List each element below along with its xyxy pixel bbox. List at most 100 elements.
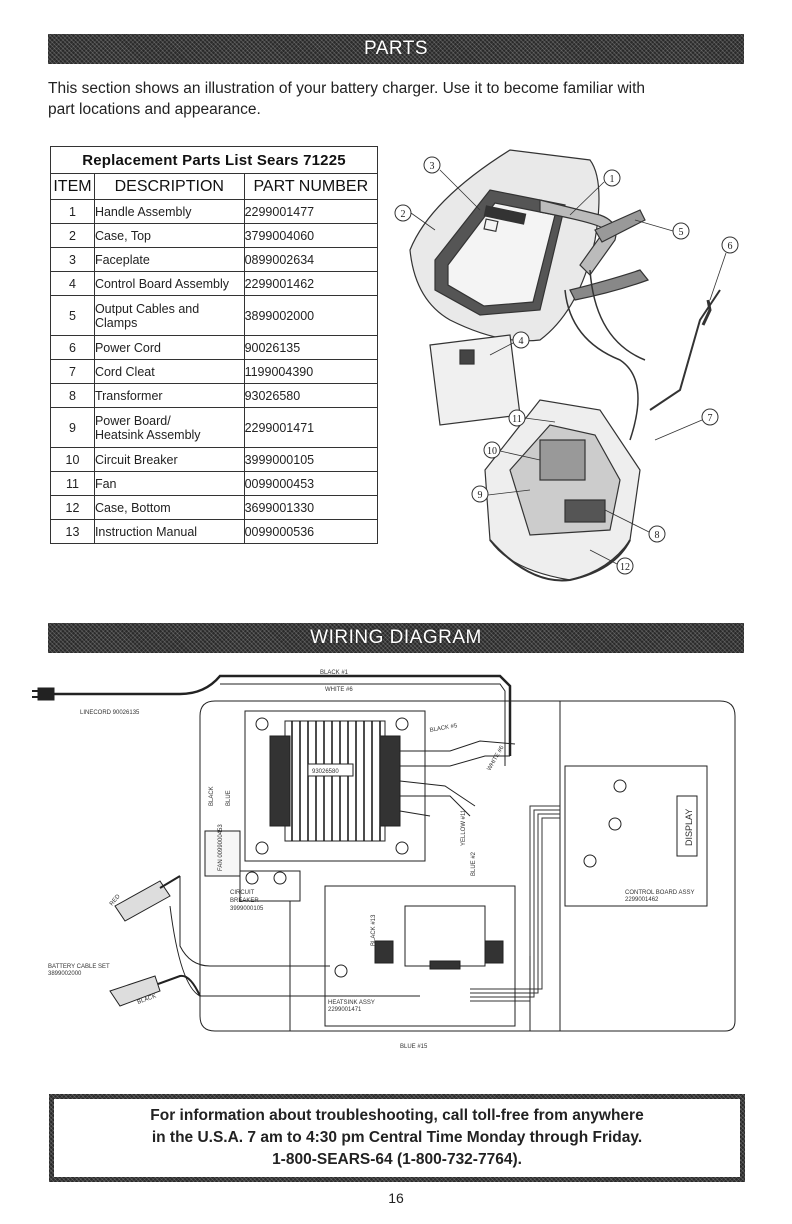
callout-1: 1 xyxy=(603,169,621,187)
header-description: DESCRIPTION xyxy=(93,173,245,200)
fan-label: FAN 0099000453 xyxy=(218,824,224,871)
troubleshooting-info-box: For information about troubleshooting, c… xyxy=(49,1094,745,1182)
parts-banner: PARTS xyxy=(48,34,744,64)
row-description-line: Clamps xyxy=(94,315,138,330)
row-description: Control Board Assembly xyxy=(93,271,245,296)
transformer-outline xyxy=(244,710,426,862)
callout-9-label: 9 xyxy=(478,490,483,501)
row-description: Fan xyxy=(93,471,245,496)
callout-6-label: 6 xyxy=(728,241,733,252)
callout-8: 8 xyxy=(648,525,666,543)
row-part-number: 93026580 xyxy=(243,383,379,408)
heatsink-label: HEATSINK ASSY xyxy=(328,1000,375,1006)
table-row: 8 Transformer 93026580 xyxy=(50,383,379,408)
row-description: Handle Assembly xyxy=(93,199,245,224)
callout-4-label: 4 xyxy=(519,336,524,347)
row-item: 5 xyxy=(50,295,95,336)
intro-line-1: This section shows an illustration of yo… xyxy=(48,80,646,97)
row-description: Transformer xyxy=(93,383,245,408)
row-description-line: Heatsink Assembly xyxy=(94,427,201,442)
callout-9: 9 xyxy=(471,485,489,503)
row-part-number: 0899002634 xyxy=(243,247,379,272)
heatsink-pn: 2299001471 xyxy=(328,1007,362,1013)
wiring-banner-title: WIRING DIAGRAM xyxy=(310,627,482,648)
row-part-number: 3999000105 xyxy=(243,447,379,472)
table-row: 3 Faceplate 0899002634 xyxy=(50,247,379,272)
header-item: ITEM xyxy=(50,173,95,200)
row-part-number: 2299001462 xyxy=(243,271,379,296)
heatsink-shape xyxy=(564,499,606,523)
callout-3-label: 3 xyxy=(430,161,435,172)
callout-7-label: 7 xyxy=(708,413,713,424)
breaker-pn: 3999000105 xyxy=(230,906,264,912)
row-item: 11 xyxy=(50,471,95,496)
wiring-diagram: BLACK #1 WHITE #6 LINECORD 90026135 BLAC… xyxy=(32,670,736,1050)
row-part-number: 2299001477 xyxy=(243,199,379,224)
wire-label-black: BLACK xyxy=(209,786,215,806)
row-part-number: 1199004390 xyxy=(243,359,379,384)
intro-paragraph: This section shows an illustration of yo… xyxy=(48,78,748,120)
table-row: 5 Output Cables and Clamps 3899002000 xyxy=(50,295,379,336)
wire-label-yellow-11: YELLOW #11 xyxy=(461,809,467,846)
table-row: 1 Handle Assembly 2299001477 xyxy=(50,199,379,224)
row-part-number: 90026135 xyxy=(243,335,379,360)
callout-5-label: 5 xyxy=(679,227,684,238)
control-board-label: CONTROL BOARD ASSY xyxy=(625,890,694,896)
control-board-shape xyxy=(429,334,521,426)
heatsink-outline xyxy=(324,885,516,1027)
clamp-black xyxy=(109,975,161,1007)
callout-12-label: 12 xyxy=(620,562,630,573)
info-box-inner: For information about troubleshooting, c… xyxy=(54,1099,740,1177)
table-row: 6 Power Cord 90026135 xyxy=(50,335,379,360)
page-number: 16 xyxy=(388,1190,404,1206)
wire-label-black-5: BLACK #5 xyxy=(429,723,458,734)
row-part-number: 0099000453 xyxy=(243,471,379,496)
row-part-number: 3899002000 xyxy=(243,295,379,336)
wire-label-blue-2: BLUE #2 xyxy=(471,851,477,876)
row-description: Case, Bottom xyxy=(93,495,245,520)
callout-11: 11 xyxy=(508,409,526,427)
callout-10-label: 10 xyxy=(487,446,497,457)
intro-line-2: part locations and appearance. xyxy=(48,101,261,118)
transformer-shape xyxy=(539,439,586,481)
row-part-number: 2299001471 xyxy=(243,407,379,448)
row-item: 4 xyxy=(50,271,95,296)
table-row: 9 Power Board/ Heatsink Assembly 2299001… xyxy=(50,407,379,448)
table-row: 12 Case, Bottom 3699001330 xyxy=(50,495,379,520)
breaker-label-2: BREAKER xyxy=(230,898,259,904)
row-part-number: 3799004060 xyxy=(243,223,379,248)
battery-cable-label: BATTERY CABLE SET xyxy=(48,964,110,970)
breaker-label-1: CIRCUIT xyxy=(230,890,255,896)
row-item: 9 xyxy=(50,407,95,448)
callout-5: 5 xyxy=(672,222,690,240)
housing-outline xyxy=(199,700,736,1032)
header-part-number: PART NUMBER xyxy=(243,173,379,200)
wire-label-black-1: BLACK #1 xyxy=(320,670,349,676)
clamp-red xyxy=(114,880,171,922)
row-description-line: Output Cables and xyxy=(94,301,200,316)
callout-11-label: 11 xyxy=(512,414,522,425)
fan-outline xyxy=(204,830,241,877)
row-description: Circuit Breaker xyxy=(93,447,245,472)
callout-10: 10 xyxy=(483,441,501,459)
row-description: Cord Cleat xyxy=(93,359,245,384)
row-item: 8 xyxy=(50,383,95,408)
wiring-banner: WIRING DIAGRAM xyxy=(48,623,744,653)
table-row: 2 Case, Top 3799004060 xyxy=(50,223,379,248)
table-row: 13 Instruction Manual 0099000536 xyxy=(50,519,379,544)
control-board-outline xyxy=(564,765,708,907)
row-description: Instruction Manual xyxy=(93,519,245,544)
replacement-parts-table: Replacement Parts List Sears 71225 ITEM … xyxy=(50,146,379,544)
callout-12: 12 xyxy=(616,557,634,575)
parts-table-title: Replacement Parts List Sears 71225 xyxy=(50,146,378,174)
parts-banner-title: PARTS xyxy=(363,38,429,59)
row-item: 2 xyxy=(50,223,95,248)
display-label: DISPLAY xyxy=(684,809,694,846)
row-description: Power Cord xyxy=(93,335,245,360)
wire-label-white-6: WHITE #6 xyxy=(325,687,353,693)
table-row: 10 Circuit Breaker 3999000105 xyxy=(50,447,379,472)
callout-8-label: 8 xyxy=(655,530,660,541)
row-description: Output Cables and Clamps xyxy=(93,295,245,336)
callout-2-label: 2 xyxy=(401,209,406,220)
row-item: 10 xyxy=(50,447,95,472)
